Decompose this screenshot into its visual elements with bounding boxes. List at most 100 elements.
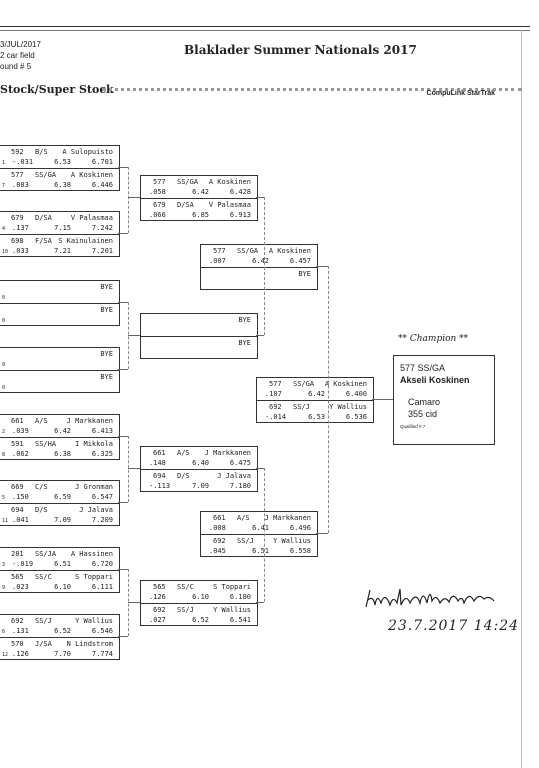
- elapsed-time: 7.70: [54, 650, 71, 658]
- connector-line: [256, 335, 264, 336]
- seed-number: 0: [2, 295, 6, 301]
- driver-name: BYE: [100, 350, 113, 358]
- car-class: SS/GA: [293, 380, 315, 388]
- connector-line: [128, 197, 140, 198]
- driver-name: Y Wallius: [329, 403, 367, 411]
- car-class: SS/HA: [35, 440, 57, 448]
- elapsed-time: 6.41: [252, 524, 269, 532]
- connector-line: [328, 266, 329, 533]
- connector-line: [128, 602, 140, 603]
- elapsed-time: 6.52: [192, 616, 209, 624]
- seed-number: 0: [2, 385, 6, 391]
- speed-value: 7.201: [91, 247, 113, 255]
- reaction-time: .033: [12, 247, 29, 255]
- elapsed-time: 7.21: [54, 247, 71, 255]
- elapsed-time: 6.59: [54, 493, 71, 501]
- car-number: 692: [11, 617, 24, 625]
- driver-name: A Koskinen: [324, 380, 367, 388]
- car-number: 661: [213, 514, 226, 522]
- car-class: SS/C: [177, 583, 194, 591]
- page-title: Blaklader Summer Nationals 2017: [184, 43, 417, 57]
- driver-name: A Koskinen: [70, 171, 113, 179]
- reaction-time: .045: [209, 547, 226, 555]
- car-class: A/S: [237, 514, 250, 522]
- round-number: ound # 5: [0, 62, 32, 71]
- connector-line: [264, 197, 265, 335]
- car-class: J/SA: [35, 640, 52, 648]
- speed-value: 6.546: [91, 627, 113, 635]
- driver-name: J Jalava: [79, 506, 113, 514]
- speed-value: 6.496: [289, 524, 311, 532]
- reaction-time: .023: [12, 583, 29, 591]
- connector-line: [118, 636, 128, 637]
- elapsed-time: 6.42: [54, 427, 71, 435]
- driver-name: A Sulopuisto: [62, 148, 113, 156]
- driver-name: J Jalava: [217, 472, 251, 480]
- driver-name: S Kainulainen: [58, 237, 113, 245]
- driver-name: J Gronman: [75, 483, 113, 491]
- elapsed-time: 7.15: [54, 224, 71, 232]
- driver-name: J Markkanen: [204, 449, 251, 457]
- champion-qualified: Qualified # 7: [400, 424, 426, 429]
- car-class: D/S: [35, 506, 48, 514]
- car-class: SS/GA: [237, 247, 259, 255]
- reaction-time: .137: [12, 224, 29, 232]
- speed-value: 6.536: [345, 413, 367, 421]
- connector-line: [118, 302, 128, 303]
- seed-number: 10: [2, 249, 9, 255]
- speed-value: 6.111: [91, 583, 113, 591]
- car-number: 281: [11, 550, 24, 558]
- speed-value: 6.446: [91, 181, 113, 189]
- car-class: A/S: [177, 449, 190, 457]
- field-size: 2 car field: [0, 51, 35, 60]
- car-number: 577: [153, 178, 166, 186]
- matchup-bottom-lane: BYE: [201, 267, 317, 290]
- car-number: 694: [153, 472, 166, 480]
- car-class: F/SA: [35, 237, 52, 245]
- driver-name: V Palasmaa: [70, 214, 113, 222]
- driver-name: J Markkanen: [264, 514, 311, 522]
- connector-line: [118, 167, 128, 168]
- car-number: 698: [11, 237, 24, 245]
- speed-value: 6.547: [91, 493, 113, 501]
- signature: 23.7.2017 14:24: [363, 585, 533, 649]
- car-number: 570: [11, 640, 24, 648]
- seed-number: 2: [2, 429, 6, 435]
- reaction-time: .039: [12, 427, 29, 435]
- car-number: 679: [11, 214, 24, 222]
- car-number: 661: [153, 449, 166, 457]
- speed-value: 6.180: [229, 593, 251, 601]
- elapsed-time: 6.85: [192, 211, 209, 219]
- reaction-time: .150: [12, 493, 29, 501]
- seed-number: 0: [2, 318, 6, 324]
- car-class: SS/J: [293, 403, 310, 411]
- speed-value: 6.475: [229, 459, 251, 467]
- car-class: B/S: [35, 148, 48, 156]
- car-number: 577: [213, 247, 226, 255]
- class-title: Stock/Super Stock: [0, 83, 114, 96]
- seed-number: 4: [2, 226, 6, 232]
- elapsed-time: 6.42: [252, 257, 269, 265]
- car-number: 669: [11, 483, 24, 491]
- car-number: 565: [11, 573, 24, 581]
- reaction-time: .148: [149, 459, 166, 467]
- reaction-time: .041: [12, 516, 29, 524]
